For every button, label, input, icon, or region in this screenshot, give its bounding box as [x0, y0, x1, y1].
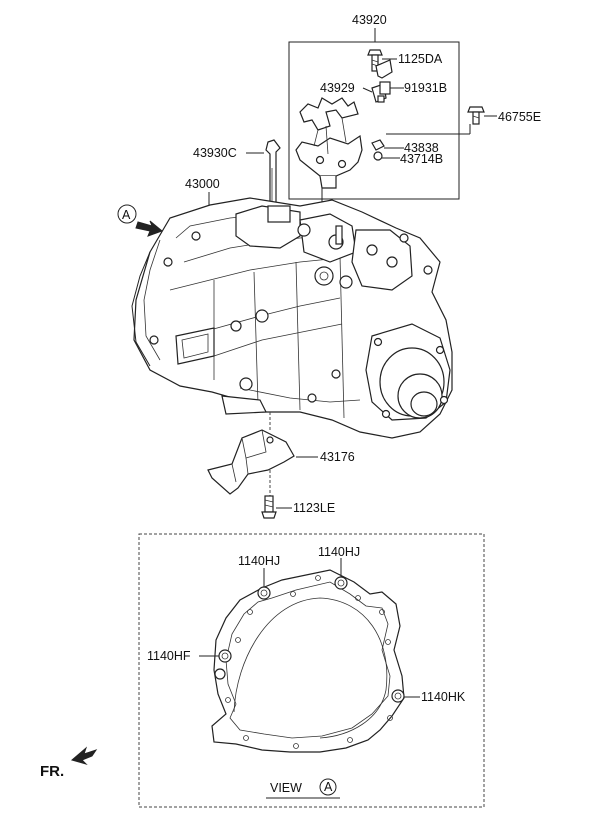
dowel-1140hf[interactable]	[218, 649, 232, 663]
washer-43714b[interactable]	[373, 151, 383, 161]
bolt-1125da[interactable]	[367, 49, 383, 72]
view-a-frame	[138, 533, 485, 808]
dowel-1140hk[interactable]	[391, 689, 405, 703]
fr-label: FR.	[40, 763, 64, 780]
label-43714b: 43714B	[400, 152, 443, 166]
label-43838: 43838	[404, 141, 439, 155]
view-caption-letter: A	[324, 780, 333, 794]
label-1140hk: 1140HK	[421, 690, 466, 704]
view-a-letter: A	[122, 208, 131, 222]
view-a-marker: A	[117, 204, 163, 237]
label-43930c: 43930C	[193, 146, 237, 160]
fr-arrow-icon	[70, 746, 98, 766]
view-caption-prefix: VIEW	[270, 781, 302, 795]
shift-control-group: 43920 1125DA 43929 91931B	[288, 13, 541, 215]
clip-91931b[interactable]	[377, 81, 391, 103]
group-box-label: 43920	[352, 13, 387, 27]
label-1140hj-right: 1140HJ	[318, 545, 360, 559]
dowel-1140hj-right[interactable]	[334, 576, 348, 590]
label-1123le: 1123LE	[293, 501, 335, 515]
label-1140hf: 1140HF	[147, 649, 191, 663]
label-43929: 43929	[320, 81, 355, 95]
bolt-46755e[interactable]	[467, 106, 485, 125]
view-a-box: 1140HJ 1140HJ 1140HF 1140HK VIEW A	[138, 533, 485, 808]
bell-housing-flange	[211, 569, 405, 753]
label-1125da: 1125DA	[398, 52, 443, 66]
mount-bracket-43176[interactable]	[207, 429, 295, 495]
label-43176: 43176	[320, 450, 355, 464]
label-91931b: 91931B	[404, 81, 447, 95]
view-caption-circle	[319, 778, 337, 796]
transaxle-assembly-43000[interactable]	[131, 197, 453, 496]
bolt-1123le[interactable]	[261, 495, 277, 519]
label-43000: 43000	[185, 177, 220, 191]
group-box	[288, 41, 460, 200]
nut-43838[interactable]	[371, 139, 385, 151]
front-orientation: FR.	[40, 746, 98, 780]
view-a-arrow	[135, 220, 163, 237]
label-46755e: 46755E	[498, 110, 541, 124]
shift-lever-bracket[interactable]	[295, 97, 363, 215]
label-1140hj-left: 1140HJ	[238, 554, 280, 568]
dowel-1140hj-left[interactable]	[257, 586, 271, 600]
